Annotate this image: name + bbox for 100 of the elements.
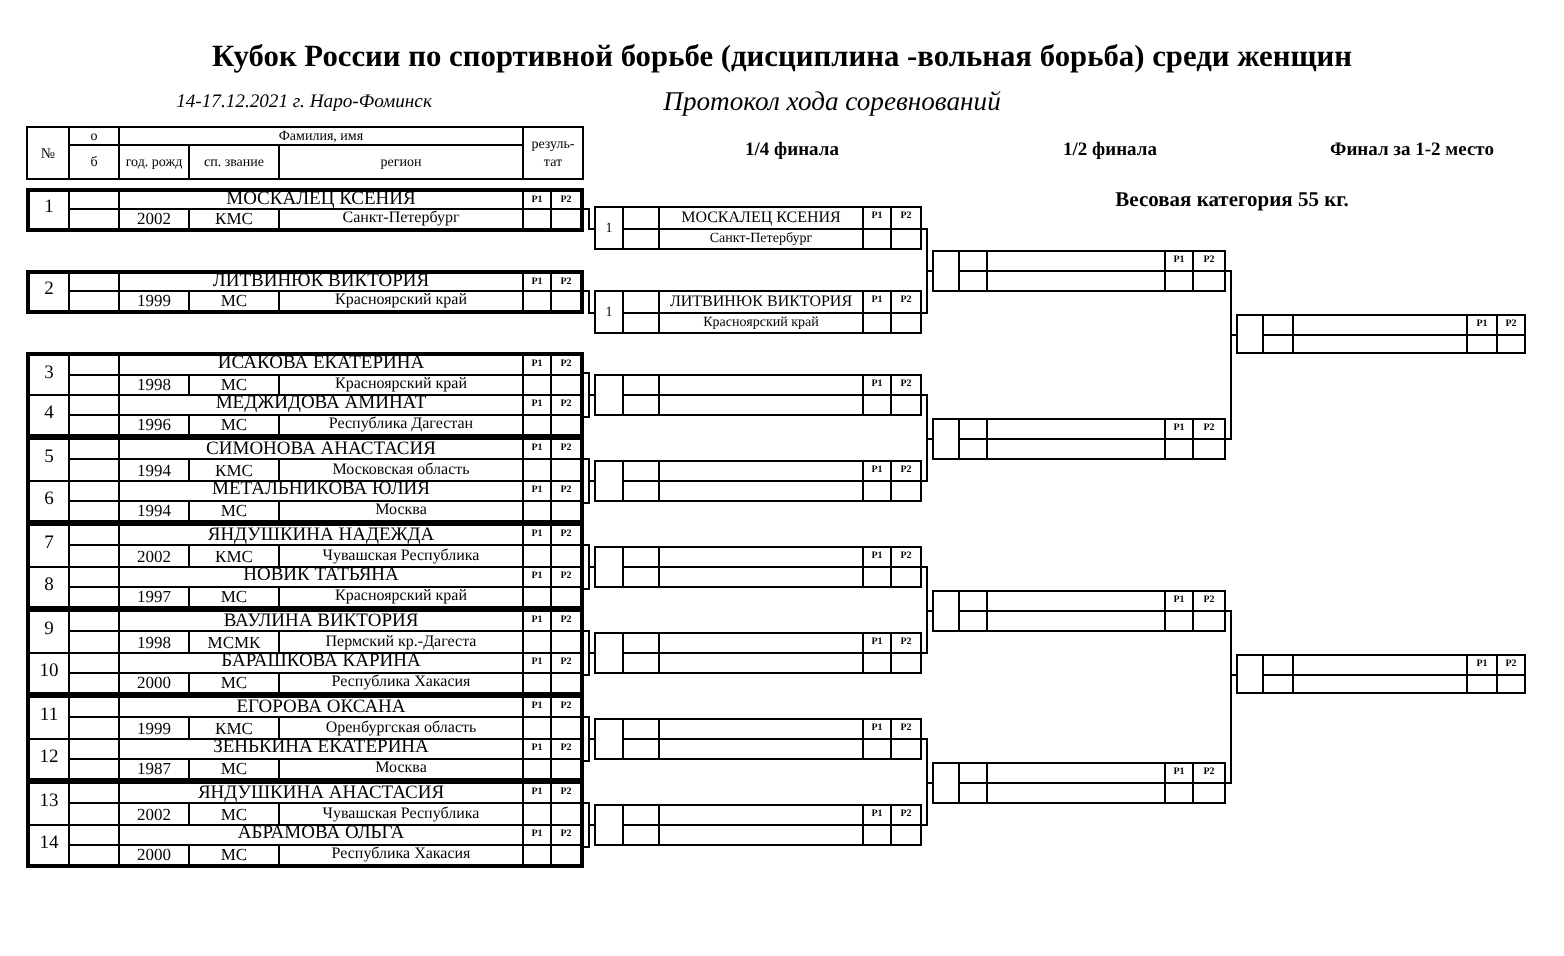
sport-rank: МС <box>220 376 248 393</box>
athlete-number: 10 <box>39 663 59 682</box>
birth-year: 1994 <box>137 461 171 478</box>
birth-year: 1987 <box>137 760 171 777</box>
sport-rank: МС <box>220 588 248 605</box>
athlete-entry <box>26 524 584 567</box>
athlete-name: МЕТАЛЬНИКОВА ЮЛИЯ <box>212 482 430 499</box>
athlete-entry <box>26 188 584 231</box>
bracket-slot <box>594 718 922 760</box>
bracket-line <box>583 802 595 826</box>
page-title: Кубок России по спортивной борьбе (дисциплина -вольная борьба) среди женщин <box>212 40 1352 76</box>
bracket-line <box>1225 334 1237 440</box>
region-name: Санкт-Петербург <box>342 210 460 227</box>
bracket-slot <box>932 761 1226 803</box>
athlete-name: ЗЕНЬКИНА ЕКАТЕРИНА <box>213 740 429 757</box>
athlete-number: 11 <box>39 708 59 727</box>
athlete-entry <box>26 782 584 825</box>
athlete-name: ВАУЛИНА ВИКТОРИЯ <box>223 613 419 630</box>
bracket-line <box>583 630 595 654</box>
region-name: Республика Хакасия <box>331 674 471 691</box>
birth-year: 2000 <box>137 846 171 863</box>
athlete-number: 7 <box>44 536 54 555</box>
athlete-number: 9 <box>44 622 54 641</box>
athlete-number: 14 <box>39 835 59 854</box>
bracket-line <box>921 270 933 314</box>
bracket-slot <box>932 589 1226 631</box>
athlete-number: 3 <box>44 365 54 384</box>
bracket-line <box>921 394 933 440</box>
bracket-line <box>583 372 595 396</box>
birth-year: 2002 <box>137 805 171 822</box>
birth-year: 2002 <box>137 210 171 227</box>
sport-rank: МС <box>220 805 248 822</box>
bracket-line <box>921 228 933 272</box>
bracket-line <box>583 290 595 314</box>
athlete-name: ЛИТВИНЮК ВИКТОРИЯ <box>212 274 430 291</box>
bracket-slot <box>932 417 1226 459</box>
bracket-line <box>583 480 595 504</box>
region-name: Красноярский край <box>335 588 467 605</box>
birth-year: 1998 <box>137 633 171 650</box>
birth-year: 1996 <box>137 416 171 433</box>
sport-rank: КМС <box>215 210 253 227</box>
birth-year: 1994 <box>137 502 171 519</box>
bracket-line <box>583 544 595 568</box>
bracket-line <box>921 438 933 482</box>
sport-rank: МС <box>220 502 248 519</box>
birth-year: 1998 <box>137 376 171 393</box>
bracket-line <box>921 566 933 612</box>
bracket-slot <box>1236 654 1526 694</box>
sport-rank: КМС <box>215 461 253 478</box>
athlete-name: ЯНДУШКИНА НАДЕЖДА <box>207 527 435 544</box>
region-name: Москва <box>375 502 427 519</box>
region-name: Московская область <box>332 461 470 478</box>
region-name: Красноярский край <box>335 376 467 393</box>
event-date-place: 14-17.12.2021 г. Наро-Фоминск <box>176 90 432 114</box>
athlete-name: НОВИК ТАТЬЯНА <box>243 568 399 585</box>
bracket-line <box>1225 270 1237 336</box>
athlete-name: ЛИТВИНЮК ВИКТОРИЯ <box>669 294 853 309</box>
athlete-number: 6 <box>44 491 54 510</box>
bracket-line <box>1225 674 1237 784</box>
bracket-slot <box>594 804 922 846</box>
athlete-entry <box>26 481 584 524</box>
region-name: Республика Дагестан <box>328 416 474 433</box>
round-heading: 1/2 финала <box>1063 141 1157 163</box>
region-name: Москва <box>375 760 427 777</box>
athlete-entry <box>26 567 584 610</box>
athlete-entry <box>26 653 584 696</box>
bracket-slot <box>594 290 922 334</box>
athlete-number: 4 <box>44 405 54 424</box>
birth-year: 1997 <box>137 588 171 605</box>
bracket-line <box>583 208 595 230</box>
bracket-line <box>583 738 595 762</box>
bracket-line <box>921 738 933 784</box>
sport-rank: МС <box>220 416 248 433</box>
bracket-line <box>583 824 595 848</box>
athlete-name: БАРАШКОВА КАРИНА <box>221 654 421 671</box>
athlete-entry <box>26 825 584 868</box>
round-heading: 1/4 финала <box>745 141 839 163</box>
bracket-slot <box>1236 314 1526 354</box>
athlete-number: 1 <box>44 200 54 219</box>
sport-rank: КМС <box>215 547 253 564</box>
sport-rank: МС <box>220 846 248 863</box>
birth-year: 1999 <box>137 719 171 736</box>
region-name: Оренбургская область <box>325 719 477 736</box>
athlete-number: 12 <box>39 749 59 768</box>
athlete-entry <box>26 438 584 481</box>
bracket-line <box>921 610 933 654</box>
athlete-name: СИМОНОВА АНАСТАСИЯ <box>206 441 436 458</box>
region-name: Красноярский край <box>335 292 467 309</box>
athlete-entry <box>26 270 584 313</box>
athlete-name: ЕГОРОВА ОКСАНА <box>236 699 406 716</box>
bracket-line <box>583 566 595 590</box>
sport-rank: МСМК <box>207 633 261 650</box>
athlete-name: МОСКАЛЕЦ КСЕНИЯ <box>226 192 416 209</box>
athlete-entry <box>26 696 584 739</box>
athlete-entry <box>26 739 584 782</box>
document-heading: Протокол хода соревнований <box>663 86 1001 118</box>
bracket-line <box>583 652 595 676</box>
athlete-name: ИСАКОВА ЕКАТЕРИНА <box>217 356 425 373</box>
athlete-name: МОСКАЛЕЦ КСЕНИЯ <box>681 210 841 225</box>
bracket-slot <box>594 460 922 502</box>
